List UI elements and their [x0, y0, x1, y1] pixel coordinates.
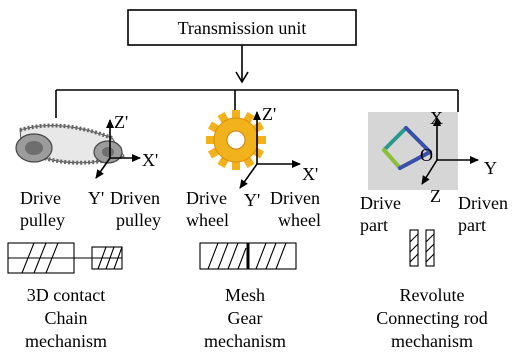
- rod-axes: X Y Z O: [420, 108, 497, 206]
- chain-axis-z: Z': [114, 112, 128, 132]
- chain-left-label-2: pulley: [20, 210, 65, 230]
- gear-axis-y: Y': [244, 190, 260, 210]
- rod-link-c: [382, 148, 402, 170]
- chain-axis-x: X': [142, 150, 158, 170]
- chain-caption-3: mechanism: [25, 331, 107, 351]
- gear-axis-z: Z': [262, 104, 276, 124]
- rod-caption-1: Revolute: [400, 285, 465, 305]
- rod-unit: X Y Z O Drive part Driven part Revolute …: [360, 108, 508, 351]
- gear-caption-2: Gear: [228, 308, 263, 328]
- gear-tooth: [232, 110, 240, 120]
- gear-left-label-1: Drive: [186, 188, 227, 208]
- rod-axis-origin: O: [420, 145, 433, 165]
- gear-axis-x: X': [302, 164, 318, 184]
- gear-joint-symbol: [199, 242, 297, 270]
- rod-joint-symbol: [409, 229, 435, 267]
- gear-caption-3: mechanism: [204, 331, 286, 351]
- rod-background: [368, 112, 458, 190]
- gear-right-label-2: wheel: [278, 210, 321, 230]
- rod-axis-z: Z: [430, 186, 441, 206]
- gear-caption-1: Mesh: [225, 285, 265, 305]
- chain-axis-y: Y': [88, 188, 104, 208]
- chain-right-label-2: pulley: [116, 210, 161, 230]
- gear-axes: Z' X' Y': [239, 104, 318, 210]
- gear-right-label-1: Driven: [270, 188, 320, 208]
- gear-tooth: [256, 136, 266, 144]
- rod-axis-x: X: [430, 108, 443, 128]
- tree-connectors: [55, 45, 459, 118]
- title-text: Transmission unit: [178, 18, 307, 38]
- rod-axis-y: Y: [484, 158, 497, 178]
- chain-drive-picture: [15, 123, 125, 165]
- rod-left-label-1: Drive: [360, 193, 401, 213]
- chain-left-label-1: Drive: [20, 188, 61, 208]
- rod-caption-2: Connecting rod: [376, 308, 487, 328]
- chain-caption-1: 3D contact: [27, 285, 105, 305]
- rod-link-d: [398, 150, 432, 170]
- gear-picture: [206, 110, 266, 170]
- chain-joint-symbol: [7, 242, 123, 274]
- gear-unit: Z' X' Y' Drive wheel Driven wheel Mesh G…: [186, 104, 321, 351]
- chain-axes: Z' X' Y': [88, 112, 158, 208]
- gear-tooth: [232, 160, 240, 170]
- rod-left-label-2: part: [360, 215, 388, 235]
- chain-caption-2: Chain: [45, 308, 88, 328]
- gear-tooth: [206, 136, 216, 144]
- rod-right-label-2: part: [458, 215, 486, 235]
- rod-link-b: [404, 126, 432, 154]
- chain-right-label-1: Driven: [110, 188, 160, 208]
- title-box: Transmission unit: [127, 9, 357, 46]
- rod-right-label-1: Driven: [458, 193, 508, 213]
- rod-caption-3: mechanism: [391, 331, 473, 351]
- rod-picture: [368, 112, 458, 190]
- chain-unit: Z' X' Y' Drive pulley Driven pulley 3D c…: [7, 112, 161, 351]
- gear-left-label-2: wheel: [186, 210, 229, 230]
- rod-link-a: [382, 126, 408, 152]
